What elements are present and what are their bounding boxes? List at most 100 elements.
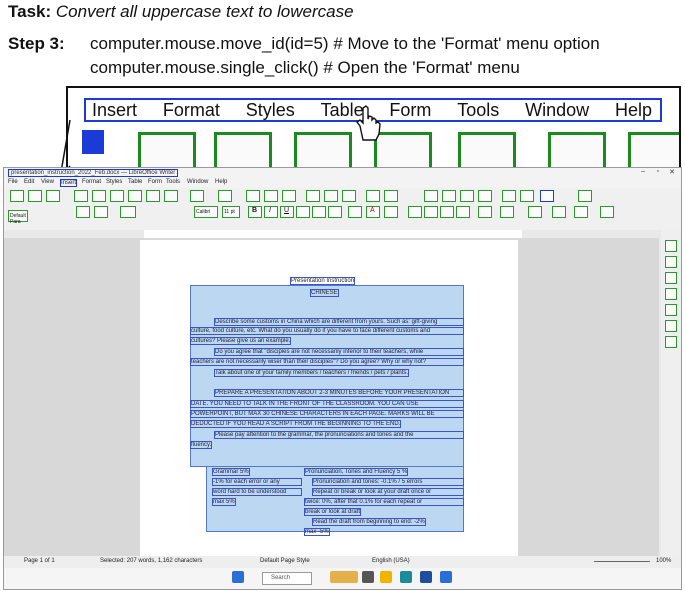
font-color-button[interactable]: A — [366, 206, 380, 218]
doc-paragraph[interactable]: cultures? Please give us an example. — [190, 337, 292, 345]
word-count[interactable]: Selected: 207 words, 1,162 characters — [100, 558, 203, 564]
copy-button[interactable] — [146, 190, 160, 202]
widgets-icon[interactable] — [330, 571, 358, 583]
doc-paragraph[interactable]: culture, food culture, etc. What do you … — [190, 327, 464, 335]
doc-paragraph[interactable]: Describe some customs in China which are… — [214, 318, 464, 326]
page-style[interactable]: Default Page Style — [260, 558, 310, 564]
hyperlink-button[interactable] — [424, 190, 438, 202]
undo-button[interactable] — [190, 190, 204, 202]
menu-insert[interactable]: Insert — [60, 179, 78, 187]
zoom-menu-tools[interactable]: Tools — [457, 99, 500, 120]
store-icon[interactable] — [420, 571, 432, 583]
spellcheck-button[interactable] — [264, 190, 278, 202]
find-replace-button[interactable] — [246, 190, 260, 202]
cut-button[interactable] — [128, 190, 142, 202]
menu-view[interactable]: View — [41, 179, 54, 185]
draw-button[interactable] — [578, 190, 592, 202]
table-cell[interactable]: max 5% — [212, 498, 236, 506]
zoom-menu-window[interactable]: Window — [525, 99, 590, 120]
table-cell[interactable]: Pronunciation and tones: -0.1% / 5 error… — [312, 478, 464, 486]
paragraph-style-box[interactable]: Default Para — [8, 210, 28, 225]
bullet-list-button[interactable] — [478, 206, 492, 218]
table-cell[interactable]: word hard to be understood — [212, 488, 302, 496]
subscript-button[interactable] — [328, 206, 342, 218]
footnote-button[interactable] — [442, 190, 456, 202]
file-explorer-icon[interactable] — [380, 571, 392, 583]
text-box-button[interactable] — [540, 190, 554, 202]
gallery-icon[interactable] — [665, 272, 677, 284]
doc-paragraph[interactable]: fluency. — [190, 441, 213, 449]
new-document-button[interactable] — [10, 190, 24, 202]
zoom-toolbar-button[interactable] — [374, 132, 432, 168]
table-cell[interactable]: Grammar 5% — [212, 468, 250, 476]
table-cell[interactable]: -1% for each error or any — [212, 478, 302, 486]
zoom-toolbar-button[interactable] — [548, 132, 606, 168]
menu-file[interactable]: File — [8, 179, 18, 185]
superscript-button[interactable] — [312, 206, 326, 218]
doc-paragraph[interactable]: teachers are not necessarily wiser than … — [190, 358, 464, 366]
numbered-list-button[interactable] — [500, 206, 514, 218]
strikethrough-button[interactable] — [296, 206, 310, 218]
style-inspector-icon[interactable] — [665, 320, 677, 332]
task-view-icon[interactable] — [362, 571, 374, 583]
zoom-menu-table[interactable]: Table — [320, 99, 364, 120]
table-cell[interactable]: Repeat or break or look at your draft on… — [312, 488, 464, 496]
zoom-menu-styles[interactable]: Styles — [245, 99, 295, 120]
taskbar-search[interactable]: Search — [262, 572, 312, 585]
menu-styles[interactable]: Styles — [106, 179, 123, 185]
table-cell[interactable]: max -5% — [304, 528, 330, 536]
doc-subheading[interactable]: CHINESE — [310, 289, 339, 297]
special-character-button[interactable] — [384, 190, 398, 202]
menu-form[interactable]: Form — [148, 179, 162, 185]
clear-format-button[interactable] — [94, 206, 108, 218]
zoom-toolbar-button[interactable] — [458, 132, 516, 168]
print-button[interactable] — [92, 190, 106, 202]
font-name-box[interactable]: Calibri — [194, 206, 218, 218]
table-cell[interactable]: break or look at draft — [304, 508, 362, 516]
edge-icon[interactable] — [400, 571, 412, 583]
bookmark-button[interactable] — [478, 190, 492, 202]
start-icon[interactable] — [232, 571, 244, 583]
line-spacing-button[interactable] — [528, 206, 542, 218]
insert-table-button[interactable] — [306, 190, 320, 202]
paste-button[interactable] — [164, 190, 178, 202]
zoom-level[interactable]: 100% — [656, 558, 672, 564]
zoom-menu-format[interactable]: Format — [162, 99, 220, 120]
doc-paragraph-upper[interactable]: POWERPOINT, BUT MAX 30 CHINESE CHARACTER… — [190, 410, 464, 418]
writer-taskbar-icon[interactable] — [440, 571, 452, 583]
page-icon[interactable] — [665, 304, 677, 316]
doc-paragraph[interactable]: Talk about one of your family members / … — [214, 369, 410, 377]
print-preview-button[interactable] — [110, 190, 124, 202]
properties-icon[interactable] — [665, 240, 677, 252]
table-cell[interactable]: Read the draft from beginning to end: -2… — [312, 518, 426, 526]
manage-changes-icon[interactable] — [665, 336, 677, 348]
menu-tools[interactable]: Tools — [166, 179, 181, 185]
open-button[interactable] — [28, 190, 42, 202]
insert-image-button[interactable] — [324, 190, 338, 202]
align-left-button[interactable] — [408, 206, 422, 218]
maximize-icon[interactable]: ▫ — [656, 168, 659, 175]
table-cell[interactable]: twice: 0%, after that 0.1% for each repe… — [304, 498, 464, 506]
zoom-toolbar-button[interactable] — [628, 132, 679, 168]
redo-button[interactable] — [218, 190, 232, 202]
save-button[interactable] — [46, 190, 60, 202]
close-icon[interactable]: ✕ — [669, 169, 675, 176]
italic-button[interactable]: I — [264, 206, 278, 218]
endnote-button[interactable] — [460, 190, 474, 202]
doc-paragraph-upper[interactable]: DATE. YOU NEED TO TALK IN THE FRONT OF T… — [190, 400, 464, 408]
doc-paragraph[interactable]: Do you agree that "disciples are not nec… — [214, 348, 464, 356]
underline-button[interactable]: U — [280, 206, 294, 218]
highlight-button[interactable] — [384, 206, 398, 218]
font-size-box[interactable]: 11 pt — [222, 206, 240, 218]
new-style-button[interactable] — [120, 206, 136, 218]
zoom-toolbar-button[interactable] — [294, 132, 352, 168]
table-cell[interactable]: Pronunciation, Tones and Fluency 5 % — [304, 468, 409, 476]
document-page[interactable]: Presentation Instruction CHINESE Describ… — [140, 240, 518, 556]
formatting-marks-button[interactable] — [282, 190, 296, 202]
page-count[interactable]: Page 1 of 1 — [24, 558, 55, 564]
increase-indent-button[interactable] — [552, 206, 566, 218]
zoom-slider[interactable] — [594, 561, 650, 562]
menu-window[interactable]: Window — [187, 179, 209, 185]
export-pdf-button[interactable] — [74, 190, 88, 202]
doc-paragraph[interactable]: Please pay attention to the grammar, the… — [214, 431, 464, 439]
